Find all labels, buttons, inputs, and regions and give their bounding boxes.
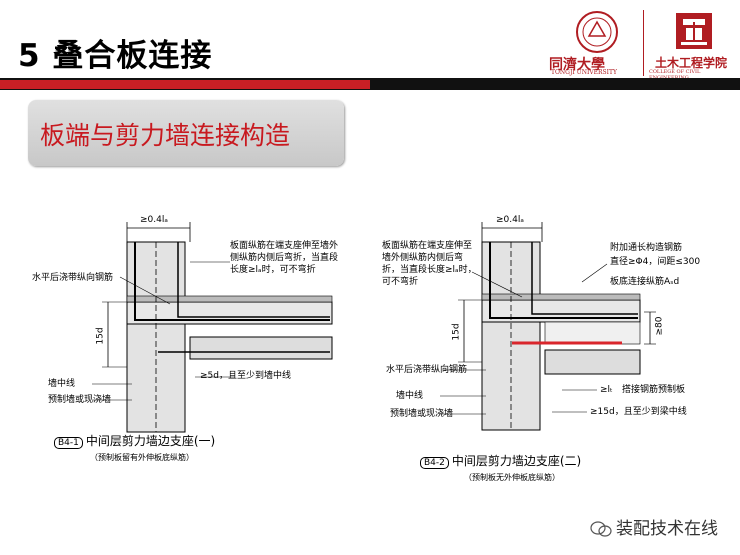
tongji-seal-icon <box>576 11 618 53</box>
right-note-top: 板面纵筋在端支座伸至墙外侧纵筋内侧后弯折，当直段长度≥lₐ时，可不弯折 <box>382 241 477 287</box>
right-diagram: ≥0.4lₐ 15d ≥80 板面纵筋在端支座伸至墙外侧纵筋内侧后弯折，当直段长… <box>382 212 712 492</box>
left-label-horizontal-bar: 水平后浇带纵向钢筋 <box>32 273 114 283</box>
left-dim-top: ≥0.4lₐ <box>140 215 168 225</box>
right-note-right-1: 附加通长构造钢筋 <box>610 243 683 253</box>
left-diagram: ≥0.4lₐ 15d 板面纵筋在端支座伸至墙外侧纵筋内侧后弯折，当直段长度≥lₐ… <box>30 212 350 492</box>
right-label-precast: 预制墙或现浇墙 <box>390 409 454 419</box>
left-note-top: 板面纵筋在端支座伸至墙外侧纵筋内侧后弯折，当直段长度≥lₐ时，可不弯折 <box>230 241 339 275</box>
subtitle-box: 板端与剪力墙连接构造 <box>28 100 344 166</box>
right-label-horizontal-bar: 水平后浇带纵向钢筋 <box>386 365 468 375</box>
logo-area: 同濟大學 TONGJI UNIVERSITY 土木工程学院 COLLEGE OF… <box>545 6 735 81</box>
right-dim-top: ≥0.4lₐ <box>496 215 524 225</box>
right-dim-80: ≥80 <box>654 316 665 336</box>
left-diagram-drawing <box>92 222 333 433</box>
watermark-text: 装配技术在线 <box>616 519 718 539</box>
right-label-joint: 搭接钢筋预制板 <box>622 385 686 395</box>
watermark: 装配技术在线 <box>590 514 718 539</box>
left-sub-caption: （预制板留有外伸板底纵筋） <box>90 453 194 462</box>
right-sub-caption: （预制板无外伸板底纵筋） <box>464 473 560 482</box>
wechat-icon <box>590 521 612 537</box>
right-dim-side: 15d <box>451 323 462 341</box>
left-note-bottom: ≥5d，且至少到墙中线 <box>200 371 291 381</box>
college-name: 土木工程学院 <box>655 56 728 70</box>
tongji-name: 同濟大學 <box>549 57 605 73</box>
left-caption-text: 中间层剪力墙边支座(一) <box>85 434 216 448</box>
right-note-right-3: 板底连接纵筋Aₛd <box>610 277 680 287</box>
right-note-lt: ≥lₜ <box>600 385 613 395</box>
logo-divider <box>643 10 644 76</box>
page-title: 5 叠合板连接 <box>18 38 213 74</box>
left-caption-tag: B4-1 <box>54 437 83 449</box>
right-label-wall-edge: 墙中线 <box>396 391 424 401</box>
title-underline-red <box>0 80 370 89</box>
right-caption-tag: B4-2 <box>420 457 449 469</box>
right-note-bottom: ≥15d，且至少到梁中线 <box>590 407 687 417</box>
right-diagram-drawing <box>440 222 656 431</box>
subtitle: 板端与剪力墙连接构造 <box>40 121 291 150</box>
left-label-wall-edge: 墙中线 <box>48 379 76 389</box>
left-dim-side: 15d <box>95 327 106 345</box>
right-note-right-2: 直径≥Φ4，间距≤300 <box>610 257 701 267</box>
right-caption-text: 中间层剪力墙边支座(二) <box>451 454 582 468</box>
college-emblem-icon <box>676 13 712 49</box>
tongji-english: TONGJI UNIVERSITY <box>551 69 617 76</box>
left-label-precast: 预制墙或现浇墙 <box>48 395 112 405</box>
